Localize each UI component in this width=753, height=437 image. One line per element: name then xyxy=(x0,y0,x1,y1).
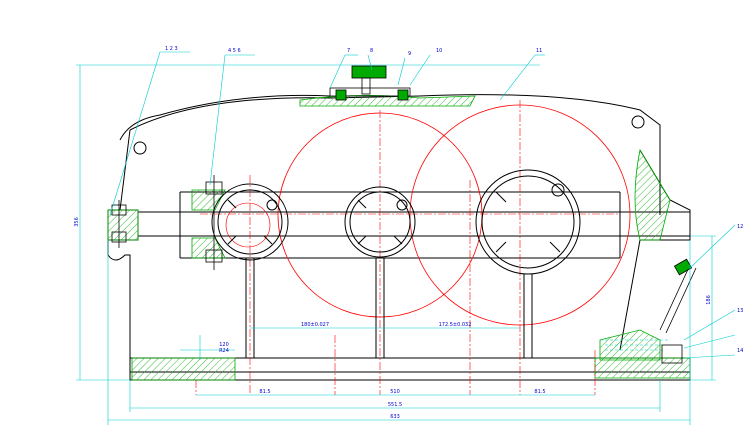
dim-inner-width: 551.5 xyxy=(388,402,402,408)
oil-dipstick xyxy=(659,258,697,364)
ref-right-bottom: 14 xyxy=(737,348,743,354)
ref-top-right: 10 xyxy=(436,48,442,54)
housing-outline xyxy=(107,94,691,381)
dimension-labels: 633 551.5 510 81.5 81.5 180±0.027 172.5±… xyxy=(74,217,712,420)
dim-span-left: 81.5 xyxy=(259,389,270,395)
pitch-circles xyxy=(277,104,631,326)
ref-mid-left-group: 4 5 6 xyxy=(228,48,241,54)
dim-height-right: 186 xyxy=(706,295,712,305)
dim-height-total: 356 xyxy=(74,217,80,227)
ref-right-upper: 11 xyxy=(536,48,542,54)
ref-top-center-a: 7 xyxy=(347,48,350,54)
bearing-middle xyxy=(344,186,416,258)
dim-overall-width: 633 xyxy=(390,414,400,420)
ref-right-mid: 12 xyxy=(737,224,743,230)
dim-base-width: 510 xyxy=(390,389,400,395)
oil-level xyxy=(600,339,670,351)
dimension-lines xyxy=(76,51,736,425)
ref-top-center-c: 9 xyxy=(408,51,411,57)
vent-plug xyxy=(329,65,411,101)
dim-center-2: 172.5±0.032 xyxy=(439,322,472,328)
bearing-left xyxy=(211,183,289,261)
reference-labels: 1 2 3 4 5 6 7 8 9 10 11 12 13 14 xyxy=(165,46,743,354)
ribs xyxy=(245,258,533,358)
bearing-right xyxy=(475,169,581,275)
dim-base-b: R24 xyxy=(219,348,229,354)
dim-span-right: 81.5 xyxy=(534,389,545,395)
hatched-sections xyxy=(107,95,691,381)
dim-center-1: 180±0.027 xyxy=(301,322,329,328)
bolts xyxy=(111,175,223,270)
dim-base-a: 120 xyxy=(219,342,229,348)
ref-top-center-b: 8 xyxy=(370,48,373,54)
centerlines xyxy=(195,100,620,395)
ref-right-low: 13 xyxy=(737,308,743,314)
ref-top-left-group: 1 2 3 xyxy=(165,46,178,52)
